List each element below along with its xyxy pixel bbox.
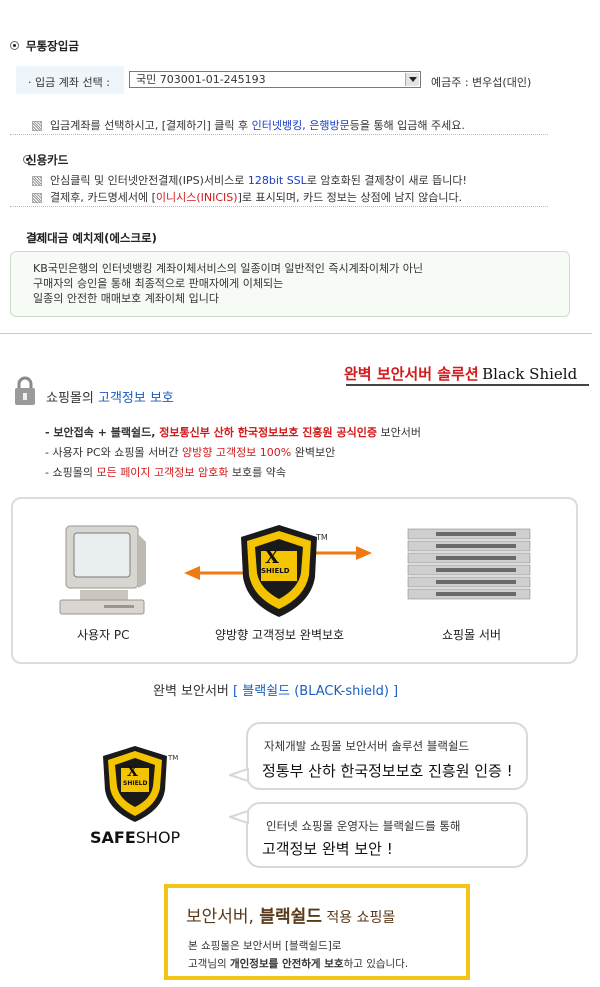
escrow-line: 일종의 안전한 매매보호 계좌이체 입니다 (33, 292, 220, 305)
escrow-radio[interactable] (35, 233, 44, 242)
account-holder: 예금주 : 변우섭(대인) (431, 76, 532, 89)
protection-bubble: 인터넷 쇼핑몰 운영자는 블랙쉴드를 통해 고객정보 완벽 보안 ! (246, 802, 528, 868)
shield-headline-red: 완벽 보안서버 솔루션 (344, 365, 479, 383)
card-line-1-text: 안심클릭 및 인터넷안전결제(IPS)서비스로 (50, 174, 248, 187)
black-shield-caption: 완벽 보안서버 [ 블랙쉴드 (BLACK-shield) ] (153, 680, 398, 699)
escrow-line: KB국민은행의 인터넷뱅킹 계좌이체서비스의 일종이며 일반적인 즉시계좌이체가… (33, 262, 423, 275)
lock-icon (15, 376, 35, 405)
shield-headline: 완벽 보안서버 솔루션 Black Shield (344, 363, 577, 384)
escrow-title: 결제대금 예치제(에스크로) (26, 231, 157, 245)
safe-shop-shield-word: SHIELD (123, 780, 148, 787)
shop-word: SHOP (135, 828, 181, 847)
privacy-highlight: 고객정보 보호 (97, 391, 174, 406)
bullet-icon (32, 193, 42, 203)
account-select-label: · 입금 계좌 선택 : (28, 76, 110, 89)
bullet-2-text: - 사용자 PC와 쇼핑몰 서버간 (45, 446, 182, 459)
bullet-1-bold: - 보안접속 + 블랙쉴드, (45, 426, 160, 439)
bullet-1-tail: 보안서버 (376, 426, 421, 439)
caption-prefix: 완벽 보안서버 (153, 684, 234, 699)
applied-shop-title: 보안서버, 블랙쉴드 적용 쇼핑몰 (186, 902, 395, 927)
section-divider (0, 333, 592, 334)
internet-banking-link[interactable]: 인터넷뱅킹 (251, 119, 303, 132)
divider (10, 206, 548, 207)
bubble-2-small: 인터넷 쇼핑몰 운영자는 블랙쉴드를 통해 (266, 819, 461, 833)
bubble-1-small: 자체개발 쇼핑몰 보안서버 솔루션 블랙쉴드 (264, 739, 470, 753)
bank-instruction-tail: 등을 통해 입금해 주세요. (349, 119, 465, 132)
account-select-value: 국민 703001-01-245193 (136, 73, 266, 86)
bank-instruction: 입금계좌를 선택하시고, [결제하기] 클릭 후 인터넷뱅킹, 은행방문등을 통… (32, 117, 465, 133)
shield-bullet-2: - 사용자 PC와 쇼핑몰 서버간 양방향 고객정보 100% 완벽보안 (45, 444, 335, 460)
box-line-2-c: 하고 있습니다. (343, 958, 409, 970)
box-title-c: 적용 쇼핑몰 (321, 910, 396, 926)
safe-word: SAFE (90, 828, 136, 847)
credit-card-title: 신용카드 (26, 153, 69, 167)
caption-highlight: [ 블랙쉴드 (BLACK-shield) ] (233, 684, 399, 699)
bank-visit-link[interactable]: 은행방문 (309, 119, 350, 132)
safe-shop-shield-logo (103, 746, 167, 822)
inicis-highlight: 이니시스(INICIS) (155, 191, 238, 204)
card-line-1: 안심클릭 및 인터넷안전결제(IPS)서비스로 128bit SSL로 암호화된… (32, 172, 467, 188)
escrow-description-box: KB국민은행의 인터넷뱅킹 계좌이체서비스의 일종이며 일반적인 즉시계좌이체가… (10, 251, 570, 317)
user-pc-label: 사용자 PC (77, 628, 130, 642)
safe-shop-x-mark: X (127, 764, 138, 780)
certification-bubble: 자체개발 쇼핑몰 보안서버 솔루션 블랙쉴드 정통부 산하 한국정보보호 진흥원… (246, 722, 528, 790)
bullet-icon (32, 176, 42, 186)
card-line-2: 결제후, 카드명세서에 [이니시스(INICIS)]로 표시되며, 카드 정보는… (32, 189, 462, 205)
bidirectional-protection-label: 양방향 고객정보 완벽보호 (215, 628, 345, 642)
box-title-b: 블랙쉴드 (259, 907, 322, 927)
server-rack-icon (407, 528, 531, 600)
account-label-bg (16, 66, 124, 94)
bullet-3-tail: 보호를 약속 (228, 466, 286, 479)
bullet-1-red: 정보통신부 산하 한국정보보호 진흥원 공식인증 (159, 426, 377, 439)
box-title-a: 보안서버, (186, 907, 260, 927)
bullet-2-tail: 완벽보안 (291, 446, 336, 459)
shop-server-label: 쇼핑몰 서버 (442, 628, 502, 642)
privacy-prefix: 쇼핑몰의 (46, 391, 98, 406)
bullet-3-text: - 쇼핑몰의 (45, 466, 97, 479)
shield-word: SHIELD (261, 567, 290, 575)
trademark: TM (316, 533, 328, 542)
safe-shop-wordmark: SAFESHOP (90, 828, 180, 847)
card-line-1-tail: 로 암호화된 결제창이 새로 뜹니다! (306, 174, 467, 187)
link-separator: , (302, 119, 310, 132)
bank-transfer-radio[interactable] (10, 41, 19, 50)
box-line-2-b: 개인정보를 안전하게 보호 (229, 958, 344, 970)
applied-shop-box: 보안서버, 블랙쉴드 적용 쇼핑몰 본 쇼핑몰은 보안서버 [블랙쉴드]로 고객… (164, 884, 470, 980)
bullet-icon (32, 121, 42, 131)
account-select[interactable]: 국민 703001-01-245193 (129, 71, 421, 88)
privacy-heading: 쇼핑몰의 고객정보 보호 (46, 387, 174, 406)
divider (10, 134, 548, 135)
box-line-2-a: 고객님의 (188, 958, 230, 970)
safe-shop-trademark: TM (168, 754, 179, 762)
bubble-2-big: 고객정보 완벽 보안 ! (262, 840, 393, 858)
ssl-highlight: 128bit SSL (247, 174, 307, 187)
shield-headline-black: Black Shield (482, 365, 578, 383)
escrow-line: 구매자의 승인을 통해 최종적으로 판매자에게 이체되는 (33, 277, 284, 290)
credit-card-radio[interactable] (22, 155, 32, 164)
shield-bullet-1: - 보안접속 + 블랙쉴드, 정보통신부 산하 한국정보보호 진흥원 공식인증 … (45, 424, 421, 440)
box-line-1: 본 쇼핑몰은 보안서버 [블랙쉴드]로 (188, 940, 342, 952)
card-line-2-tail: ]로 표시되며, 카드 정보는 상점에 남지 않습니다. (237, 191, 463, 204)
bubble-pointer (229, 810, 249, 824)
card-line-2-text: 결제후, 카드명세서에 [ (50, 191, 156, 204)
bank-transfer-title: 무통장입금 (26, 39, 79, 53)
black-shield-logo (241, 525, 317, 617)
bank-instruction-text: 입금계좌를 선택하시고, [결제하기] 클릭 후 (50, 119, 252, 132)
shield-x-mark: X (265, 547, 279, 568)
bullet-2-red: 양방향 고객정보 100% (181, 446, 292, 459)
shield-bullet-3: - 쇼핑몰의 모든 페이지 고객정보 암호화 보호를 약속 (45, 464, 286, 480)
headline-underline (346, 384, 589, 386)
security-diagram: 사용자 PC X SHIELD TM 양방향 고객정보 완벽보호 쇼핑몰 서버 (11, 497, 578, 664)
box-line-2: 고객님의 개인정보를 안전하게 보호하고 있습니다. (188, 956, 408, 971)
bullet-3-red: 모든 페이지 고객정보 암호화 (96, 466, 229, 479)
account-select-label-text: 입금 계좌 선택 : (35, 76, 110, 89)
bubble-pointer (229, 768, 249, 782)
chevron-down-icon[interactable] (405, 73, 419, 86)
bubble-1-big: 정통부 산하 한국정보보호 진흥원 인증 ! (262, 762, 513, 780)
computer-icon (59, 525, 146, 615)
